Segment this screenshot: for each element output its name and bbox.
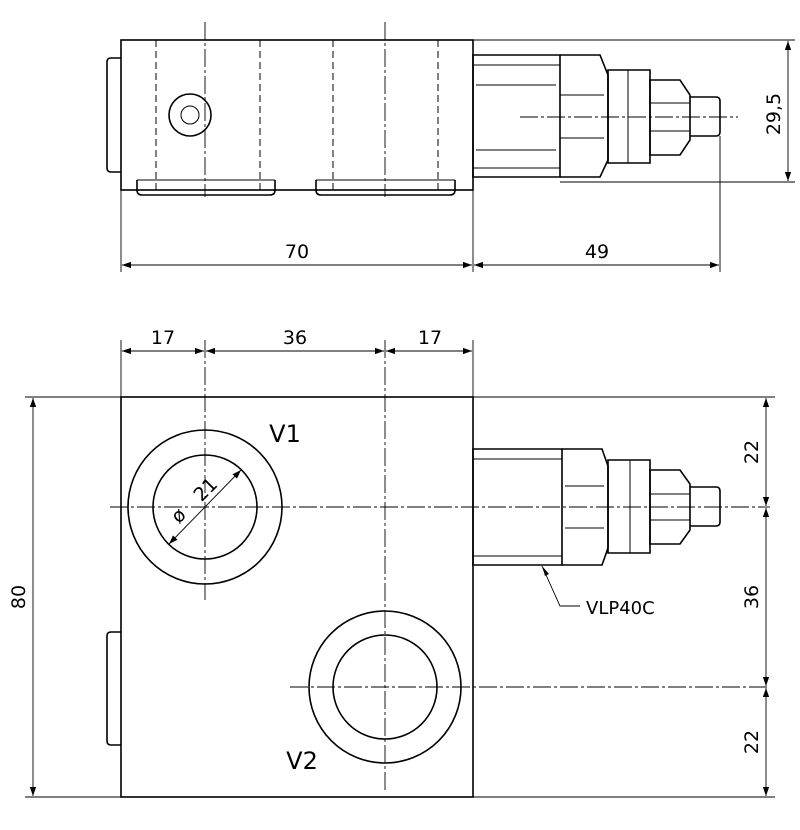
port-v2-outer bbox=[308, 610, 462, 764]
dim-text-17-right: 17 bbox=[418, 327, 442, 349]
port-v1-outer bbox=[127, 429, 283, 585]
dim-text-80: 80 bbox=[8, 585, 30, 609]
dim-text-70: 70 bbox=[285, 241, 309, 263]
dim-text-17-left: 17 bbox=[151, 327, 175, 349]
top-valve-cartridge bbox=[472, 54, 721, 178]
top-small-hole-outer bbox=[168, 93, 212, 137]
front-valve-cartridge bbox=[472, 448, 721, 566]
top-side-plug bbox=[106, 57, 121, 173]
front-side-plug bbox=[106, 631, 121, 746]
port-v1-inner bbox=[152, 454, 258, 560]
top-rail-left bbox=[136, 180, 276, 196]
top-view: 70 49 29,5 bbox=[106, 22, 795, 272]
dim-text-36-right: 36 bbox=[741, 585, 763, 609]
diameter-text: 21 bbox=[189, 473, 222, 506]
diameter-dim-line bbox=[168, 469, 242, 545]
top-body-outline bbox=[120, 39, 474, 191]
front-view: ø 21 V1 V2 VLP40C 17 36 bbox=[8, 327, 775, 798]
dim-text-22-upper: 22 bbox=[741, 440, 763, 464]
top-rail-right bbox=[315, 180, 456, 196]
port-v2-label: V2 bbox=[286, 747, 318, 775]
front-body-outline bbox=[120, 396, 474, 798]
top-small-hole-inner bbox=[180, 105, 200, 125]
dim-text-22-lower: 22 bbox=[741, 730, 763, 754]
callout-arrowhead bbox=[542, 566, 549, 576]
dim-text-29-5: 29,5 bbox=[763, 93, 785, 135]
port-v1-label: V1 bbox=[269, 420, 301, 448]
port-v2-inner bbox=[332, 634, 438, 740]
dim-text-36-top: 36 bbox=[283, 327, 307, 349]
dim-text-49: 49 bbox=[585, 241, 609, 263]
callout-label: VLP40C bbox=[586, 598, 655, 619]
callout-leader bbox=[541, 565, 580, 607]
